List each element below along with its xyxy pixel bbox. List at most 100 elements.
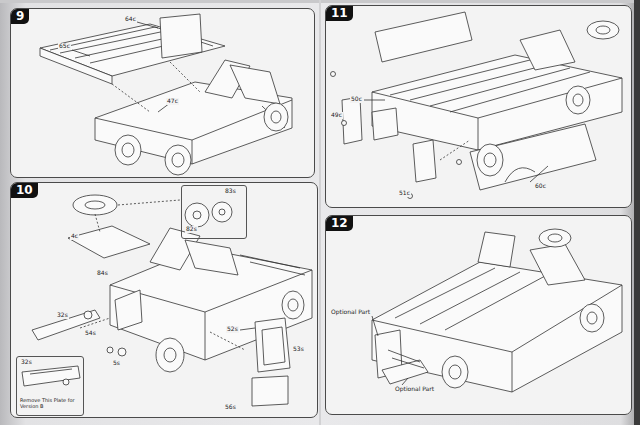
part-label: 64c — [124, 16, 137, 23]
part-label: 56s — [224, 404, 237, 411]
paper-line — [10, 182, 318, 418]
part-label: 60c — [534, 183, 547, 190]
step-9-drawing-line — [40, 48, 112, 84]
part-label: 47c — [166, 98, 179, 105]
step-10-drawing-line — [115, 290, 142, 330]
paper-line — [325, 215, 632, 415]
step-11-drawing-line — [530, 166, 548, 182]
paper-line — [0, 0, 634, 3]
step-12-drawing — [372, 229, 622, 392]
paper-line — [634, 0, 640, 425]
part-label: 54s — [84, 330, 97, 337]
step-12-drawing-line — [530, 244, 585, 285]
part-number: 32s — [20, 359, 33, 366]
step-9-drawing-line — [95, 100, 292, 140]
step-panel: 9 — [10, 8, 315, 178]
step-11-drawing-line — [375, 12, 472, 62]
step-number: 11 — [326, 6, 353, 21]
step-12-drawing-line — [512, 352, 513, 392]
part-label: 65c — [58, 43, 71, 50]
step-10-drawing-line — [30, 369, 72, 374]
step-11-drawing-line — [342, 97, 362, 144]
part-label: 53s — [292, 346, 305, 353]
step-10-drawing-line — [185, 203, 209, 227]
step-9-drawing — [40, 14, 292, 175]
step-11-drawing-line — [587, 21, 619, 39]
step-12-drawing-line — [388, 350, 420, 362]
part-label: 4c — [70, 233, 79, 240]
step-10-drawing-line — [63, 379, 69, 385]
step-9-drawing-line — [271, 111, 281, 123]
step-10-drawing-line — [205, 312, 206, 360]
step-11-drawing-line — [331, 72, 336, 77]
step-11-drawing-line — [390, 60, 530, 95]
step-12-drawing-line — [445, 276, 545, 330]
step-10-drawing-line — [252, 376, 288, 406]
part-label: 50c — [350, 96, 363, 103]
part-label: 5s — [112, 360, 121, 367]
detail-inset: 32sRemove This Plate for Version B — [16, 356, 84, 416]
step-10-drawing-line — [95, 214, 100, 232]
step-12-drawing-line — [449, 365, 461, 379]
step-10-drawing-line — [193, 211, 201, 219]
step-9-drawing-line — [165, 145, 191, 175]
part-label: 49c — [330, 112, 343, 119]
step-10-drawing-line — [68, 226, 150, 258]
step-11-drawing-line — [520, 30, 575, 70]
step-10-drawing-line — [118, 200, 180, 205]
step-panel: 10 83s82s 32sRemove This Plate for Version… — [10, 182, 318, 418]
step-10-drawing-line — [240, 255, 300, 268]
step-12-drawing-line — [402, 378, 408, 385]
step-9-drawing-line — [122, 143, 134, 157]
step-10-drawing-line — [185, 240, 238, 275]
step-11-drawing-line — [478, 118, 479, 150]
step-10-drawing-line — [73, 195, 117, 215]
step-12-drawing-line — [587, 312, 597, 324]
step-10-drawing-line — [240, 328, 255, 330]
step-11-drawing-line — [477, 144, 503, 176]
step-10-drawing-line — [118, 348, 126, 356]
step-11-drawing-line — [364, 100, 385, 101]
step-10-drawing-line — [212, 202, 232, 222]
step-10-drawing-line — [164, 348, 176, 362]
step-9-drawing-line — [192, 140, 193, 164]
detail-inset: 83s82s — [181, 185, 247, 239]
paper-line — [319, 0, 321, 425]
step-9-drawing-line — [115, 135, 141, 165]
step-number: 10 — [11, 183, 38, 198]
step-12-drawing-line — [372, 285, 622, 352]
part-label: Optional Part — [394, 386, 435, 393]
step-10-drawing-line — [32, 310, 100, 340]
step-10-drawing-line — [84, 311, 92, 319]
step-11-drawing-line — [596, 26, 610, 34]
step-12-drawing-line — [478, 232, 515, 267]
paper-line — [325, 5, 632, 208]
note-text: Remove This Plate for Version B — [20, 398, 80, 409]
step-10-drawing-line — [219, 209, 225, 215]
part-label: 84s — [96, 270, 109, 277]
step-12-drawing-line — [580, 304, 604, 332]
part-label: Optional Part — [330, 309, 371, 316]
step-12-drawing-line — [442, 356, 468, 388]
step-10-drawing-line — [288, 299, 298, 311]
step-9-drawing-line — [72, 50, 90, 56]
step-11-drawing-line — [566, 86, 590, 114]
step-11-drawing-line — [430, 68, 570, 106]
step-12-drawing-line — [382, 360, 428, 384]
step-11-drawing-line — [440, 140, 470, 160]
step-9-drawing-line — [137, 22, 158, 28]
step-9-drawing-line — [172, 153, 184, 167]
step-10-drawing-line — [262, 327, 285, 365]
step-10-drawing-line — [107, 347, 113, 353]
step-11-drawing-line — [573, 94, 583, 106]
part-number: 83s — [224, 188, 237, 195]
step-number: 9 — [11, 9, 29, 24]
step-11-drawing-line — [413, 140, 436, 182]
step-10-drawing-line — [22, 366, 80, 386]
step-9-drawing-line — [160, 14, 202, 58]
step-11-drawing-line — [372, 78, 622, 118]
step-11-drawing-line — [457, 160, 462, 165]
